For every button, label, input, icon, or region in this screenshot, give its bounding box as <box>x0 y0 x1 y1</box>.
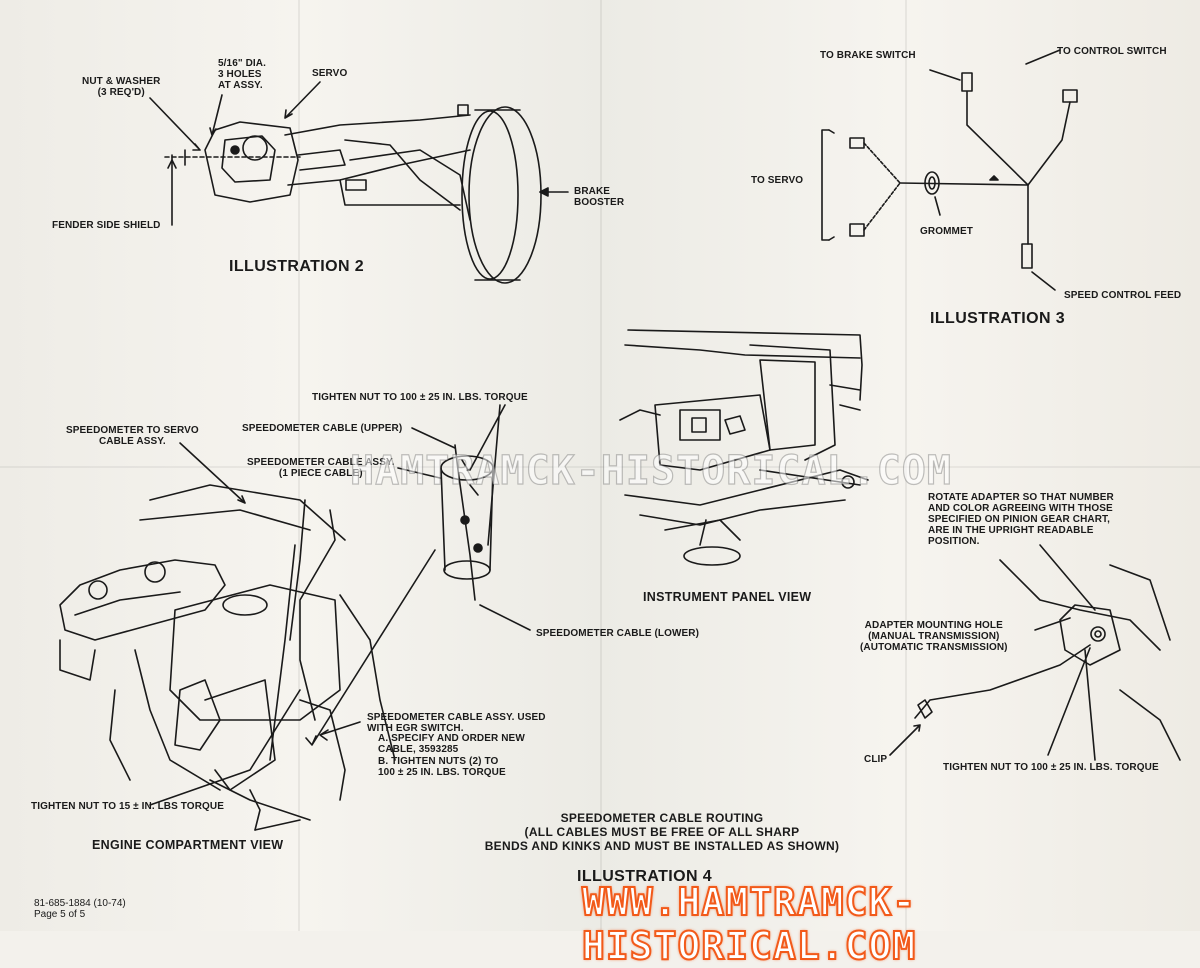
page-number: Page 5 of 5 <box>34 909 86 920</box>
cylinder-leaders <box>397 404 531 631</box>
label-tighten-torque-top: TIGHTEN NUT TO 100 ± 25 IN. LBS. TORQUE <box>312 392 528 403</box>
label-rotate-adapter: ROTATE ADAPTER SO THAT NUMBER AND COLOR … <box>928 492 1114 547</box>
brake-switch-connector <box>961 72 973 92</box>
transmission-leaders <box>889 617 1096 761</box>
engine-compartment-drawing <box>59 484 396 831</box>
fold-line <box>905 0 907 931</box>
label-nut-washer: NUT & WASHER (3 REQ'D) <box>82 76 161 98</box>
control-switch-connector <box>1062 89 1078 103</box>
label-speedometer-to-servo: SPEEDOMETER TO SERVO CABLE ASSY. <box>66 425 199 447</box>
engine-leaders <box>149 442 436 806</box>
illustration2-leaders <box>149 81 321 226</box>
title-illustration-4: ILLUSTRATION 4 <box>577 868 713 885</box>
watermark-bottom: WWW.HAMTRAMCK-HISTORICAL.COM <box>581 879 917 968</box>
label-tighten-15: TIGHTEN NUT TO 15 ± IN. LBS TORQUE <box>31 801 224 812</box>
label-egr-step-a: a. SPECIFY AND ORDER NEW CABLE, 3593285 <box>378 733 525 755</box>
servo-bracket-drawing <box>204 114 471 221</box>
title-instrument-panel-view: INSTRUMENT PANEL VIEW <box>643 590 812 604</box>
label-grommet: GROMMET <box>920 226 973 237</box>
servo-connector-upper <box>849 137 865 149</box>
title-illustration-3: ILLUSTRATION 3 <box>930 310 1066 327</box>
speed-control-feed-connector <box>1021 243 1033 269</box>
brake-booster-drawing <box>457 104 569 284</box>
grommet <box>924 171 940 195</box>
fold-line <box>0 466 1200 468</box>
label-cable-lower: SPEEDOMETER CABLE (LOWER) <box>536 628 700 639</box>
fold-line <box>600 0 602 931</box>
instrument-panel-drawing <box>619 329 869 566</box>
label-to-control-switch: TO CONTROL SWITCH <box>1057 46 1167 57</box>
servo-connector-lower <box>849 223 865 237</box>
label-brake-booster: BRAKE BOOSTER <box>574 186 625 208</box>
label-to-brake-switch: TO BRAKE SWITCH <box>820 50 916 61</box>
label-egr-cable-assy: SPEEDOMETER CABLE ASSY. USED WITH EGR SW… <box>367 712 546 734</box>
part-number: 81-685-1884 (10-74) <box>34 898 126 909</box>
transmission-adapter-drawing <box>914 544 1181 761</box>
label-servo: SERVO <box>312 68 348 79</box>
wiring-harness-drawing <box>821 49 1078 291</box>
diagram-artwork <box>59 49 1181 831</box>
label-egr-step-b: b. TIGHTEN NUTS (2) TO 100 ± 25 IN. LBS.… <box>378 756 506 778</box>
label-hole-size: 5/16" DIA. 3 HOLES AT ASSY. <box>218 58 266 91</box>
label-adapter-mounting-hole: ADAPTER MOUNTING HOLE (MANUAL TRANSMISSI… <box>860 620 1008 653</box>
label-to-servo: TO SERVO <box>751 175 804 186</box>
label-speed-control-feed: SPEED CONTROL FEED <box>1064 290 1182 301</box>
label-cable-assy-1-piece: SPEEDOMETER CABLE ASSY. (1 PIECE CABLE) <box>247 457 395 479</box>
watermark-center: HAMTRAMCK-HISTORICAL.COM <box>349 447 952 494</box>
routing-note: SPEEDOMETER CABLE ROUTING (ALL CABLES MU… <box>484 811 840 853</box>
fold-line <box>298 0 300 931</box>
label-clip: CLIP <box>864 754 888 765</box>
title-illustration-2: ILLUSTRATION 2 <box>229 258 365 275</box>
label-cable-upper: SPEEDOMETER CABLE (UPPER) <box>242 423 403 434</box>
title-engine-compartment-view: ENGINE COMPARTMENT VIEW <box>92 838 284 852</box>
label-fender-side-shield: FENDER SIDE SHIELD <box>52 220 161 231</box>
label-tighten-torque-bottom: TIGHTEN NUT TO 100 ± 25 IN. LBS. TORQUE <box>943 762 1159 773</box>
